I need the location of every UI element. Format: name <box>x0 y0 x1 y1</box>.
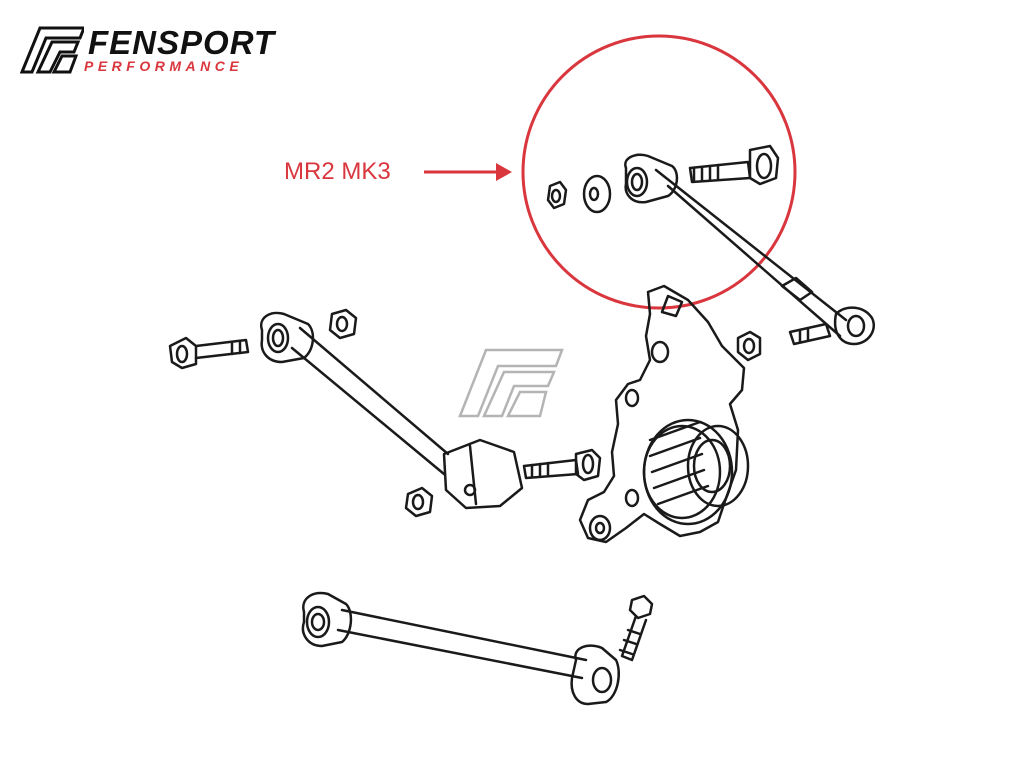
highlight-circle <box>521 34 797 310</box>
callout-label: MR2 MK3 <box>284 158 391 185</box>
rear-knuckle <box>578 284 750 544</box>
middle-arm-top-nut <box>328 308 358 340</box>
upper-arm-nut <box>546 180 568 210</box>
knuckle-stud <box>788 322 832 346</box>
brand-logo: FENSPORT PERFORMANCE <box>20 24 300 78</box>
lower-arm-bolt <box>618 594 654 662</box>
upper-arm-washer <box>582 174 612 214</box>
upper-arm-bolt <box>688 144 780 186</box>
middle-arm-bottom-nut <box>404 486 434 518</box>
upper-lateral-arm <box>624 153 875 346</box>
middle-lateral-arm <box>259 311 524 510</box>
lower-lateral-arm <box>301 591 620 706</box>
middle-arm-right-bolt <box>522 448 602 482</box>
fensport-f-logo-icon <box>20 26 84 74</box>
middle-arm-left-bolt <box>168 336 250 370</box>
brand-tagline: PERFORMANCE <box>84 58 244 74</box>
knuckle-nut <box>736 330 762 362</box>
brand-name: FENSPORT <box>88 24 276 61</box>
callout-arrow <box>424 163 512 181</box>
fensport-f-watermark-icon <box>458 348 564 418</box>
